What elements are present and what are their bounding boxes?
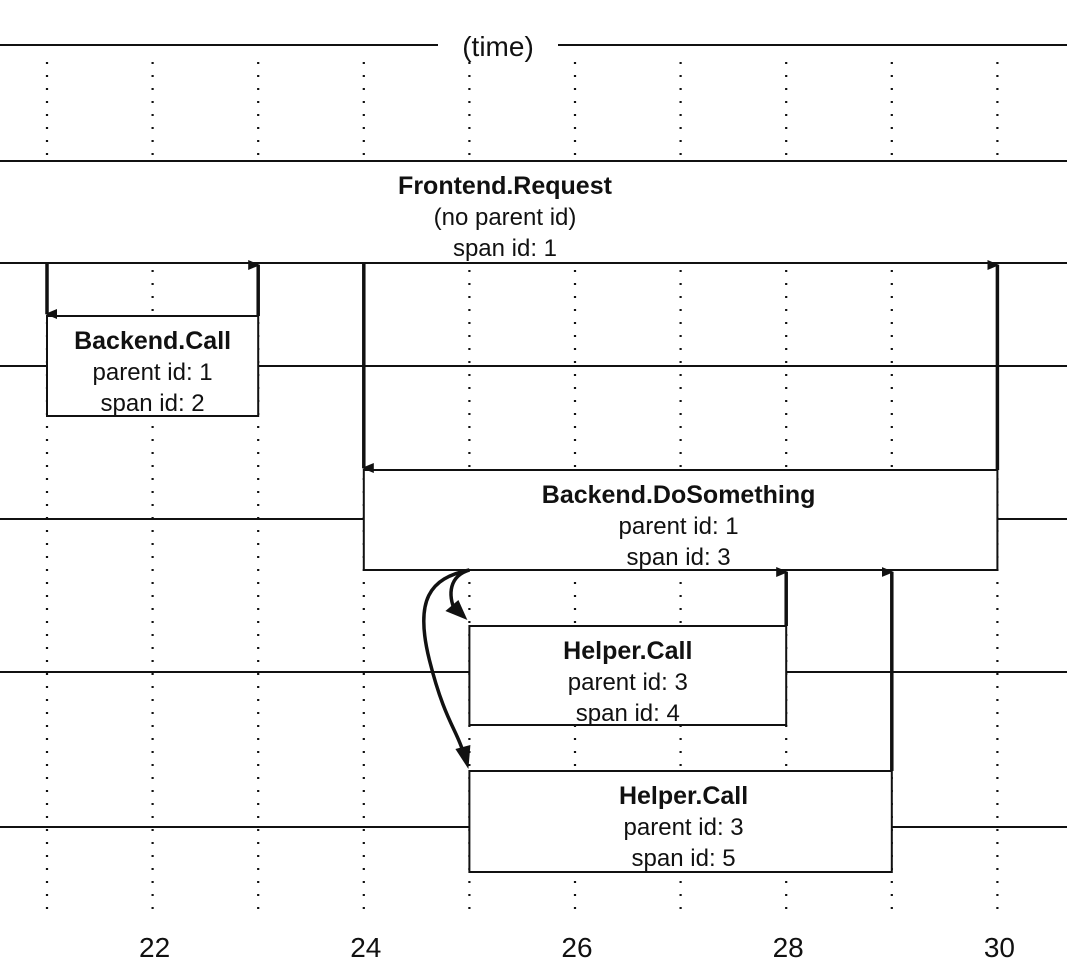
span-helper-call-5: Helper.Call parent id: 3 span id: 5: [468, 770, 893, 873]
span-backend-call: Backend.Call parent id: 1 span id: 2: [46, 315, 260, 417]
call-arrow-helper-call-5: [421, 568, 470, 754]
span-id: span id: 3: [627, 544, 731, 571]
spans: Frontend.Request (no parent id) span id: 1…: [46, 172, 999, 873]
tick-label-30: 30: [984, 932, 1015, 963]
tick-label-28: 28: [773, 932, 804, 963]
span-id: span id: 2: [101, 390, 205, 417]
span-frontend-request: Frontend.Request (no parent id) span id: 1: [398, 172, 613, 262]
span-parent-id: parent id: 3: [624, 814, 744, 841]
frontend-band-fill: [0, 162, 1067, 262]
span-id: span id: 5: [632, 845, 736, 872]
tick-label-22: 22: [139, 932, 170, 963]
span-name: Backend.DoSomething: [542, 481, 816, 509]
span-backend-dosomething: Backend.DoSomething parent id: 1 span id: …: [362, 469, 999, 571]
span-parent-id: parent id: 3: [568, 669, 688, 696]
time-axis-header: (time): [0, 31, 1067, 62]
tick-label-26: 26: [561, 932, 592, 963]
time-tick-labels: 22 24 26 28 30: [139, 932, 1015, 963]
span-helper-call-4: Helper.Call parent id: 3 span id: 4: [468, 625, 788, 727]
arrowhead: [455, 745, 471, 769]
span-box: [362, 469, 999, 571]
call-arrows: [45, 260, 1000, 771]
arrowhead: [445, 600, 468, 620]
span-box: [46, 315, 260, 417]
span-parent-id: (no parent id): [434, 204, 577, 231]
span-parent-id: parent id: 1: [93, 359, 213, 386]
span-name: Helper.Call: [563, 637, 692, 665]
span-box: [468, 625, 788, 726]
time-axis-title: (time): [462, 31, 534, 62]
span-name: Frontend.Request: [398, 172, 613, 200]
tick-label-24: 24: [350, 932, 381, 963]
span-name: Helper.Call: [619, 782, 748, 810]
span-id: span id: 1: [453, 235, 557, 262]
span-parent-id: parent id: 1: [619, 513, 739, 540]
span-name: Backend.Call: [74, 327, 231, 355]
row-lines: [0, 160, 1067, 828]
span-id: span id: 4: [576, 700, 680, 727]
span-box: [468, 770, 893, 873]
